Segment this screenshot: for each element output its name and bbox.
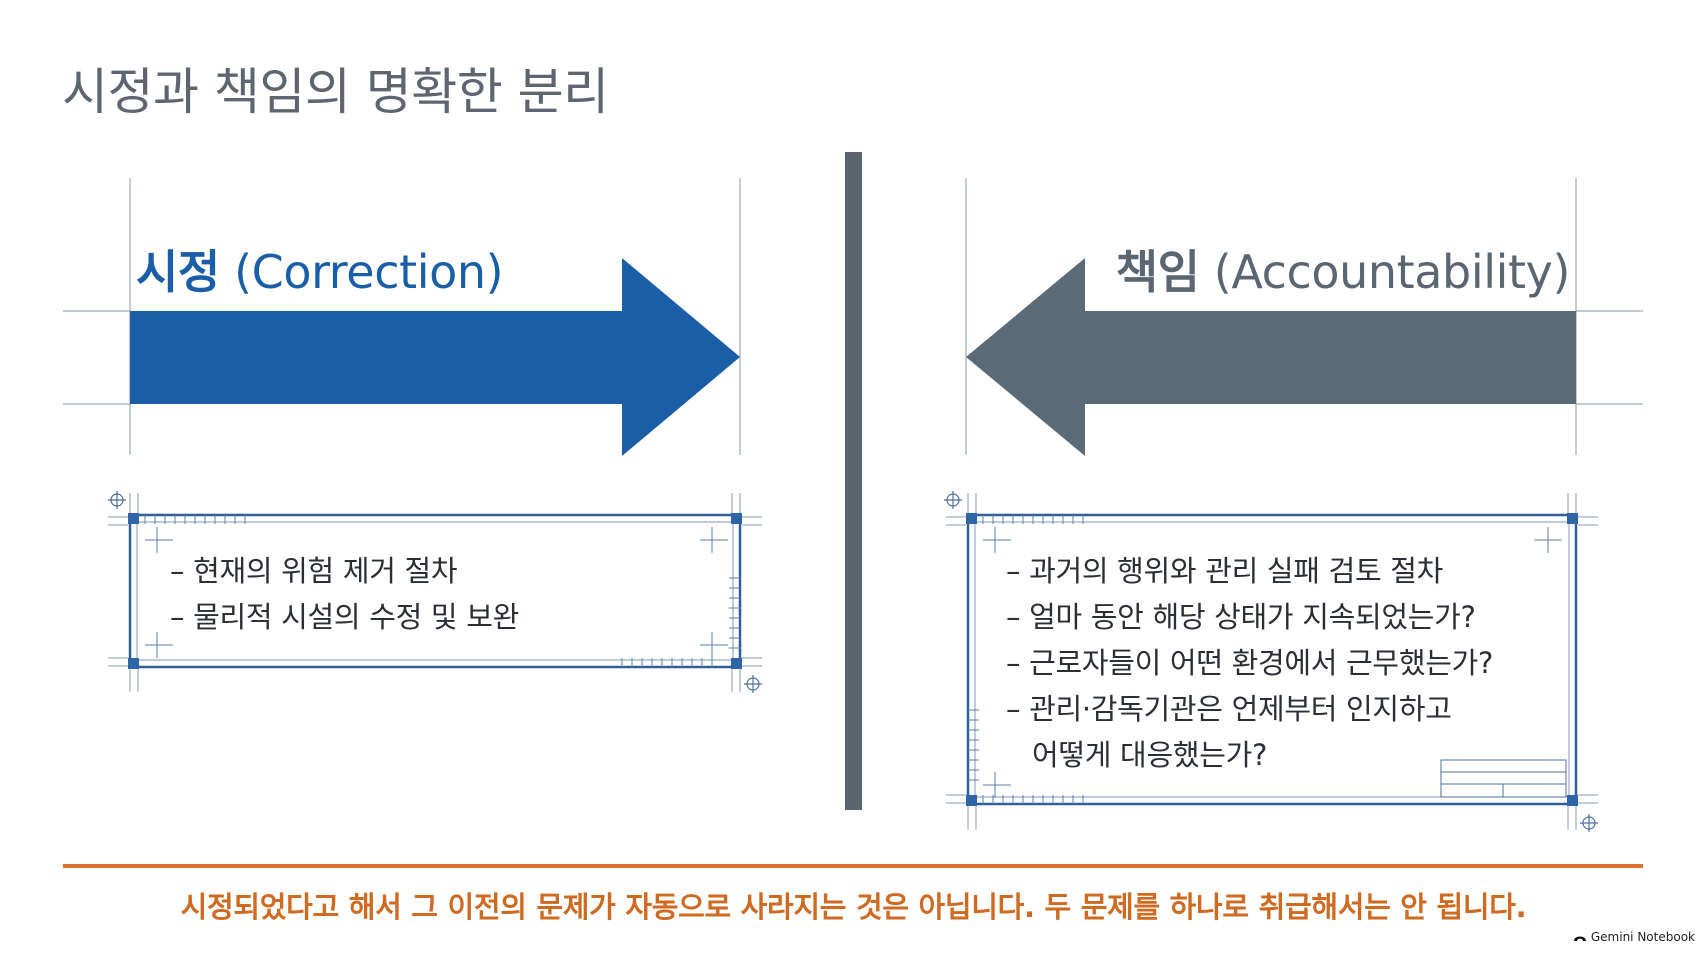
right-blueprint-box (944, 491, 1598, 832)
correction-bullet-list: – 현재의 위험 제거 절차 – 물리적 시설의 수정 및 보완 (170, 548, 519, 640)
accountability-heading: 책임 (Accountability) (1115, 236, 1571, 302)
registration-mark-icon (1580, 814, 1598, 832)
registration-mark-icon (944, 491, 962, 509)
registration-mark-icon (744, 675, 762, 693)
watermark: Gemini Notebook (1573, 930, 1695, 944)
center-divider (845, 152, 862, 810)
left-blueprint-box (108, 491, 762, 693)
list-item: – 현재의 위험 제거 절차 (170, 554, 458, 588)
list-item: – 관리·감독기관은 언제부터 인지하고 (1006, 692, 1452, 726)
accountability-heading-main: 책임 (1115, 245, 1200, 299)
accountability-bullet-list: – 과거의 행위와 관리 실패 검토 절차 – 얼마 동안 해당 상태가 지속되… (1006, 548, 1493, 778)
registration-mark-icon (108, 491, 126, 509)
correction-heading-sub: (Correction) (234, 245, 504, 299)
correction-arrow (130, 258, 740, 456)
footer-rule (63, 864, 1643, 868)
title-block-table (1440, 759, 1567, 798)
list-item: – 물리적 시설의 수정 및 보완 (170, 600, 519, 634)
page-title: 시정과 책임의 명확한 분리 (62, 63, 609, 121)
correction-heading: 시정 (Correction) (136, 236, 504, 302)
accountability-arrow (966, 258, 1576, 456)
list-item: – 근로자들이 어떤 환경에서 근무했는가? (1006, 646, 1494, 680)
accountability-heading-sub: (Accountability) (1213, 245, 1571, 299)
correction-heading-main: 시정 (136, 245, 220, 299)
notebook-logo-icon (1573, 936, 1586, 941)
watermark-label: Gemini Notebook (1590, 930, 1695, 944)
list-item: – 얼마 동안 해당 상태가 지속되었는가? (1006, 600, 1476, 634)
list-item-continuation: 어떻게 대응했는가? (1032, 738, 1268, 772)
list-item: – 과거의 행위와 관리 실패 검토 절차 (1006, 554, 1444, 588)
footer-note: 시정되었다고 해서 그 이전의 문제가 자동으로 사라지는 것은 아닙니다. 두… (180, 890, 1527, 924)
